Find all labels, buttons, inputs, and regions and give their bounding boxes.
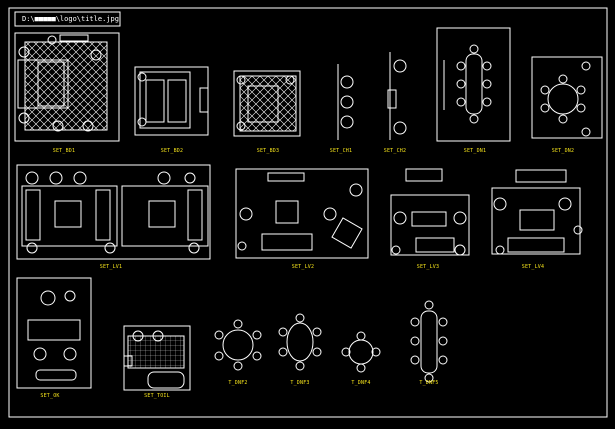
label-set-dn1: SET_DN1 (463, 148, 487, 154)
block-set-lv2[interactable] (235, 168, 369, 259)
block-set-bd2[interactable] (134, 66, 209, 136)
label-set-toil: SET_TOIL (144, 393, 170, 399)
label-set-ch2: SET_CH2 (383, 148, 407, 154)
label-t-dnf3: T_DNF3 (290, 380, 310, 386)
title-image-box (14, 11, 121, 27)
label-set-ch1: SET_CH1 (329, 148, 353, 154)
label-set-bd1: SET_BD1 (52, 148, 76, 154)
label-t-dnf4: T_DNF4 (351, 380, 371, 386)
block-set-toil[interactable] (123, 325, 191, 391)
label-set-bd2: SET_BD2 (160, 148, 184, 154)
block-set-ch1[interactable] (337, 64, 354, 140)
file-path-label: D:\■■■■■\logo\title.jpg (22, 15, 119, 23)
label-set-lv2: SET_LV2 (291, 264, 315, 270)
block-set-ch2[interactable] (387, 52, 407, 140)
label-set-dn2: SET_DN2 (551, 148, 575, 154)
drawing-frame (8, 7, 608, 418)
label-set-lv3: SET_LV3 (416, 264, 440, 270)
block-set-bd3[interactable] (233, 70, 301, 137)
block-set-ok[interactable] (16, 277, 92, 389)
label-set-ok: SET_OK (40, 393, 60, 399)
label-set-lv1: SET_LV1 (99, 264, 123, 270)
block-t-dnf3[interactable] (278, 313, 322, 371)
label-t-dnf2: T_DNF2 (228, 380, 248, 386)
block-set-bd1[interactable] (14, 32, 120, 142)
block-set-dn1[interactable] (436, 27, 511, 142)
block-set-lv4[interactable] (491, 169, 583, 255)
block-set-dn2[interactable] (531, 56, 603, 139)
label-set-bd3: SET_BD3 (256, 148, 280, 154)
block-set-lv1[interactable] (16, 164, 211, 260)
block-t-dnf5[interactable] (410, 300, 448, 383)
block-set-lv3[interactable] (390, 168, 470, 256)
label-t-dnf5: T_DNF5 (419, 380, 439, 386)
block-t-dnf2[interactable] (214, 319, 262, 371)
block-t-dnf4[interactable] (341, 331, 381, 373)
label-set-lv4: SET_LV4 (521, 264, 545, 270)
